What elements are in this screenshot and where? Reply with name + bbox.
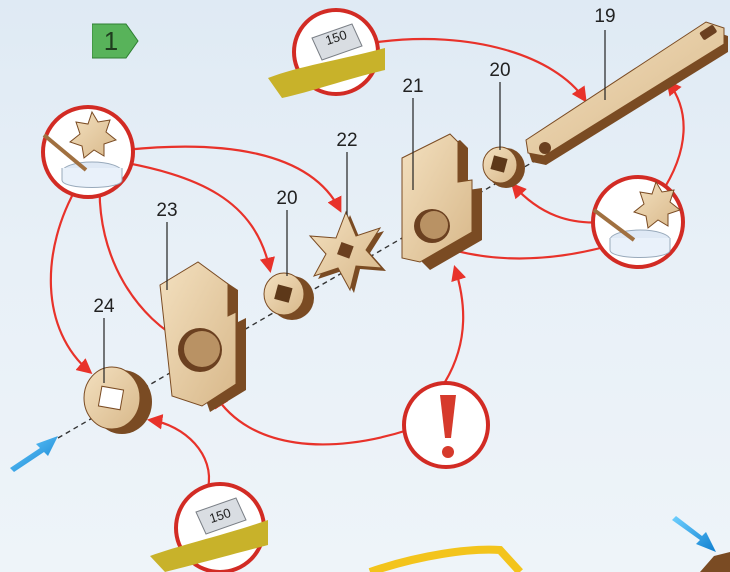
part-label-24: 24 (93, 296, 114, 318)
sandpaper-icon-top (268, 10, 385, 98)
part-label-20-top: 20 (489, 60, 510, 82)
arrow-warn-to-23 (215, 395, 408, 444)
part-21-block (402, 134, 482, 270)
glue-icon-left (43, 107, 133, 197)
part-20-mid-spacer (264, 273, 314, 320)
step-badge: 1 (92, 22, 140, 60)
part-23-block (160, 262, 246, 412)
yellow-rope-partial (370, 550, 520, 572)
arrow-glue-r-to-19 (660, 82, 684, 195)
part-label-19: 19 (594, 6, 615, 28)
arrow-glue-l-to-20 (110, 160, 270, 270)
part-22-star-gear (310, 212, 386, 293)
blue-arrow-icon-right (672, 516, 716, 552)
sandpaper-icon-bottom (150, 484, 268, 572)
arrow-glue-l-to-24 (51, 185, 90, 372)
step-number: 1 (92, 26, 130, 57)
arrow-sand-to-24 (150, 420, 209, 488)
part-label-21: 21 (402, 76, 423, 98)
part-label-23: 23 (156, 200, 177, 222)
arrow-warn-to-21 (445, 268, 463, 382)
part-24-disc (84, 367, 152, 434)
blue-arrow-icon-left (10, 436, 58, 472)
part-19-arm (526, 22, 728, 165)
arrow-glue-r-to-20 (513, 185, 605, 223)
part-label-22: 22 (336, 130, 357, 152)
part-label-20-mid: 20 (276, 188, 297, 210)
exclamation-icon (404, 383, 488, 467)
part-20-top-spacer (483, 147, 525, 188)
glue-icon-right (593, 177, 683, 267)
next-step-part-partial (700, 552, 730, 572)
